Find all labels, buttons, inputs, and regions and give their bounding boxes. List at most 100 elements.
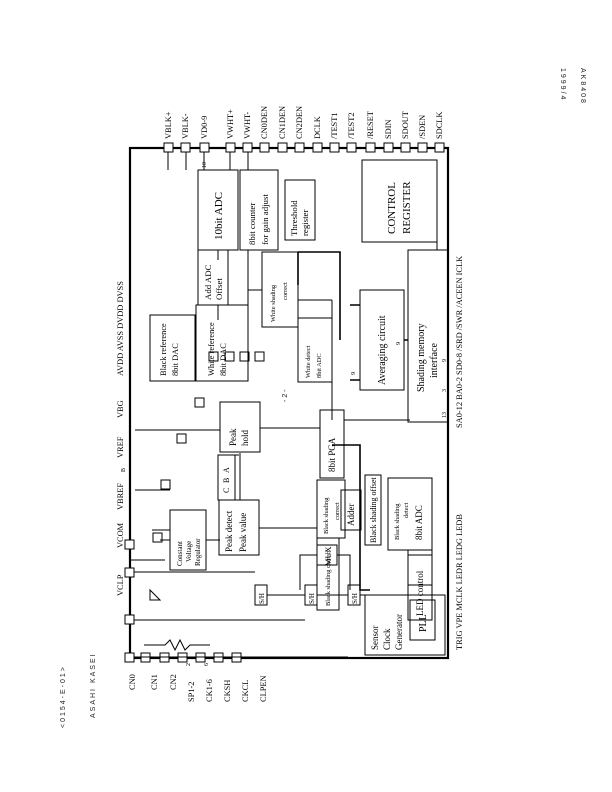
label-control-1: CONTROL (386, 182, 398, 234)
label-sensor-3: Generator (394, 614, 404, 650)
label-sensor-2: Clock (382, 628, 392, 650)
label-shading-mem-2: interface (429, 342, 440, 378)
label-sh-1: S/H (308, 593, 316, 604)
bus-sp: 2 (186, 663, 192, 666)
label-peak-detect-2: Peak value (238, 513, 248, 552)
pin-trig-group: TRIG VPE MCLK LEDR LEDG LEDB (455, 514, 464, 650)
white-ref-dac-box (195, 304, 249, 382)
pin-sdclk: SDCLK (435, 112, 444, 139)
sensor-clock-box (364, 594, 446, 656)
pin-cn1den: CN1DEN (278, 106, 287, 139)
pin-cn2: CN2 (169, 674, 178, 690)
label-abc-c: C (222, 488, 231, 493)
label-pga: 8bit PGA (327, 437, 337, 472)
label-regulator-1: Constant (176, 541, 184, 566)
pin-vbref: VBREF (116, 483, 125, 510)
pin-test1: /TEST1 (330, 112, 339, 139)
pin-cn0den: CN0DEN (260, 106, 269, 139)
threshold-box (284, 179, 316, 241)
label-sensor-1: Sensor (370, 625, 380, 650)
pin-vbg: VBG (116, 400, 125, 418)
block-labels: 10bit ADC Add ADC Offset 8bit counter fo… (159, 181, 440, 650)
label-peak-hold-2: hold (240, 429, 250, 446)
pin-vref: VREF (116, 436, 125, 458)
label-sh-2: S/H (351, 593, 359, 604)
pin-vblk-minus: VBLK- (181, 113, 190, 139)
label-adder: Adder (346, 504, 356, 527)
label-white-ref-1: White reference (207, 322, 216, 376)
label-pll: PLL (418, 614, 429, 632)
label-peak-hold-1: Peak (228, 428, 238, 446)
label-averaging: Averaging circuit (377, 315, 388, 385)
pin-sden: /SDEN (418, 115, 427, 139)
bus-mem-c: 9 (442, 359, 448, 362)
label-black-detect-1: Black shading (394, 503, 401, 540)
left-pin-squares (124, 351, 265, 578)
label-sh-0: S/H (258, 593, 266, 604)
pin-vblk-plus: VBLK+ (164, 111, 173, 139)
label-white-shading-2: correct (282, 282, 289, 300)
white-shading-box (261, 251, 299, 328)
label-threshold-2: register (300, 210, 310, 236)
pin-cn2den: CN2DEN (295, 106, 304, 139)
label-peak-detect-1: Peak detect (224, 510, 234, 552)
control-register-box (361, 159, 438, 243)
pin-vwht-minus: VWHT- (243, 112, 252, 139)
label-abc-b: B (222, 478, 231, 483)
label-add-adc-2: Offset (214, 278, 224, 300)
label-counter-1: 8bit counter (247, 203, 257, 245)
pin-power: AVDD AVSS DVDD DVSS (116, 281, 125, 376)
top-pin-labels: VBLK+ VBLK- VD0-9 VWHT+ VWHT- CN0DEN CN1… (164, 106, 444, 139)
label-white-detect-1: White detect (305, 345, 312, 378)
label-white-ref-2: 8bit DAC (219, 343, 228, 376)
black-offset-box (364, 474, 382, 546)
label-black-ref-1: Black reference (159, 323, 168, 376)
shading-memory-box (407, 249, 449, 423)
label-adc10: 10bit ADC (213, 192, 225, 240)
pin-vbref-subscript: B (121, 468, 127, 472)
pin-vcom: VCOM (116, 522, 125, 548)
label-counter-2: for gain adjust (260, 194, 270, 245)
label-regulator-3: Regulator (194, 538, 202, 566)
label-black-ref-2: 8bit DAC (171, 343, 180, 376)
pll-box (409, 599, 436, 641)
pin-sp1-2: SP1-2 (187, 682, 196, 702)
peak-hold-box (219, 401, 261, 453)
pin-cksh: CKSH (223, 680, 232, 702)
label-black-detect-2: detect (403, 503, 410, 518)
bus-width-labels: 10 9 9 13 3 9 2 6 (186, 162, 448, 666)
pin-vd0-9: VD0-9 (200, 116, 209, 139)
label-white-shading-1: White shading (270, 284, 277, 322)
pin-sdin: SDIN (384, 119, 393, 139)
label-mux: MUX (324, 546, 333, 566)
pin-cn1: CN1 (150, 674, 159, 690)
label-black-offset: Black shading offset (369, 477, 378, 543)
pin-vclp: VCLP (116, 574, 125, 596)
label-add-adc-1: Add ADC (203, 264, 213, 300)
pin-ck1-6: CK1-6 (205, 679, 214, 702)
label-black-detect-3: 8bit ADC (414, 505, 424, 540)
pin-sa-group: SA0-12 BA0-2 SD0-8 /SRD /SWR /ACEEN ICLK (455, 256, 464, 428)
label-white-detect-2: 8bit ADC (316, 353, 323, 378)
bus-mem-a: 13 (442, 412, 448, 418)
pin-dclk: DCLK (313, 116, 322, 139)
bottom-pin-squares (124, 567, 242, 663)
pin-ckcl: CKCL (241, 680, 250, 702)
bus-avg-in: 9 (350, 372, 357, 375)
bus-mem-b: 3 (442, 389, 448, 392)
bus-avg-out: 9 (395, 342, 402, 345)
pin-vwht-plus: VWHT+ (226, 109, 235, 139)
label-led: LED control (415, 570, 425, 616)
pin-clpen: CLPEN (259, 675, 268, 702)
label-shading-mem-1: Shading memory (416, 323, 427, 392)
pin-reset: /RESET (366, 111, 375, 139)
label-control-2: REGISTER (401, 181, 413, 234)
black-ref-dac-box (149, 314, 196, 382)
label-black-shading-1: Black shading (323, 497, 330, 534)
label-abc-a: A (222, 467, 231, 473)
black-correct-box (316, 537, 340, 611)
bus-vd: 10 (202, 162, 208, 168)
bus-ck: 6 (204, 663, 210, 666)
right-pin-labels: TRIG VPE MCLK LEDR LEDG LEDB SA0-12 BA0-… (455, 256, 464, 650)
